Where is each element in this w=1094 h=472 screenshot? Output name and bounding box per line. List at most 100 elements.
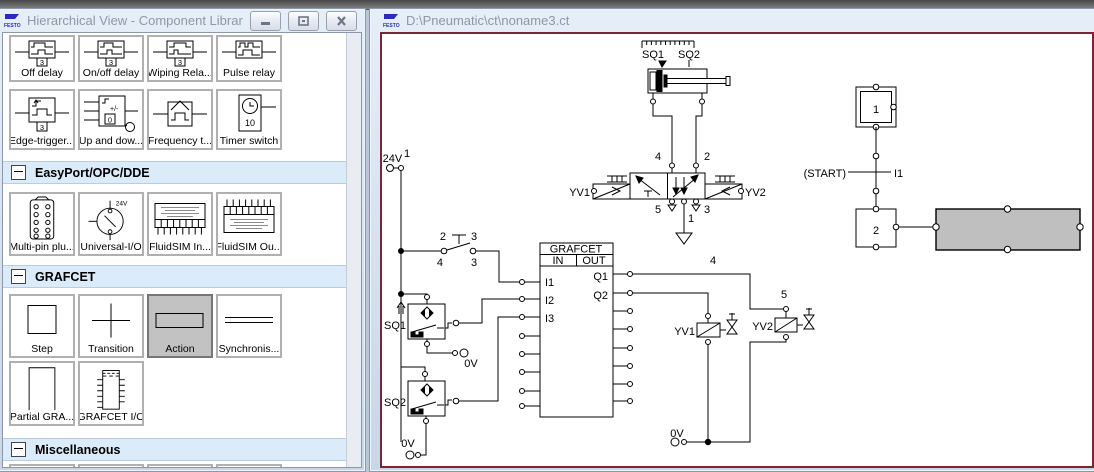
wire-sq1-i2[interactable] <box>459 298 519 324</box>
component-universal-io[interactable]: 24V Universal-I/O <box>78 192 144 256</box>
close-icon <box>337 15 346 26</box>
component-transition[interactable]: Transition <box>78 294 144 358</box>
valve-solenoid-label: YV2 <box>745 187 766 199</box>
grafcet-action-box-dragging[interactable] <box>932 205 1084 254</box>
component-on-off-delay[interactable]: 3 On/off delay <box>78 35 144 82</box>
section-title: Miscellaneous <box>35 442 121 457</box>
output-label: Q2 <box>593 290 608 302</box>
section-title: EasyPort/OPC/DDE <box>35 165 150 180</box>
distance-ruler[interactable]: SQ1 SQ2 <box>641 40 700 68</box>
pin-label: 3 <box>471 231 477 243</box>
on-off-delay-icon: 3 <box>84 40 138 67</box>
circuit-titlebar[interactable]: FESTO D:\Pneumatic\ct\noname3.ct <box>370 9 1094 32</box>
wire-label: 4 <box>710 255 716 267</box>
pulse-relay-icon <box>222 40 276 59</box>
component-pulse-relay[interactable]: Pulse relay <box>216 35 282 82</box>
section-grafcet[interactable]: GRAFCET <box>3 265 347 288</box>
component-synchronisation[interactable]: Synchronis... <box>216 294 282 358</box>
component-step[interactable]: Step <box>9 294 75 358</box>
component-grafcet-io[interactable]: GRAFCET I/O <box>78 361 144 426</box>
solenoid-coil-yv2[interactable]: YV2 <box>711 306 815 443</box>
grafcet-io-block[interactable]: GRAFCET IN OUT I1 I2 I3 Q1 Q2 <box>519 242 633 418</box>
component-label: Step <box>31 343 53 355</box>
component-misc-2[interactable] <box>78 464 144 467</box>
component-frequency-threshold[interactable]: Frequency t... <box>147 89 213 150</box>
component-timer-switch[interactable]: 10 Timer switch <box>216 89 282 150</box>
counter-icon: +/- 0 <box>84 95 138 132</box>
input-label: I2 <box>545 295 554 307</box>
gnd-label: 0V <box>670 428 684 440</box>
tube-port4[interactable] <box>652 104 673 163</box>
component-off-delay[interactable]: 3 Off delay <box>9 35 75 82</box>
plusminus-text: +/- <box>110 106 119 113</box>
terminal-0v-sq1[interactable]: 0V <box>424 339 479 370</box>
timer-switch-icon: 10 <box>238 94 276 132</box>
component-fluidsim-out[interactable]: FluidSIM Ou... <box>216 192 282 256</box>
pin-label: 2 <box>440 231 446 243</box>
terminal-0v-sq2[interactable]: 0V <box>401 416 429 460</box>
library-titlebar[interactable]: FESTO Hierarchical View - Component Libr… <box>0 9 365 32</box>
step-number: 2 <box>873 225 879 237</box>
component-fluidsim-in[interactable]: FluidSIM In... <box>147 192 213 256</box>
component-label: Wiping Rela... <box>147 67 213 79</box>
restore-button[interactable] <box>288 10 319 31</box>
terminal-0v-coils[interactable]: 0V <box>670 428 712 447</box>
multi-pin-plug-icon <box>29 196 55 240</box>
grafcet-step-2[interactable]: 2 <box>855 205 900 251</box>
coil-label: YV2 <box>752 321 773 333</box>
port-label: 4 <box>655 151 661 163</box>
frequency-icon <box>153 100 207 127</box>
synchronisation-icon <box>225 317 273 323</box>
ruler-label-sq1: SQ1 <box>642 49 664 61</box>
component-multi-pin-plug[interactable]: Multi-pin plu... <box>9 192 75 256</box>
wire-q2-yv1[interactable] <box>633 292 709 313</box>
step-icon <box>27 305 57 334</box>
valve-5-2-double-solenoid[interactable]: 4 2 YV1 <box>569 151 766 245</box>
timer-value: 10 <box>245 118 255 128</box>
component-misc-4[interactable] <box>216 464 282 467</box>
grafcet-transition-start[interactable]: (START) I1 <box>804 168 904 180</box>
component-edge-triggered[interactable]: 3 Edge-trigger... <box>9 89 75 150</box>
component-label: Frequency t... <box>147 135 213 147</box>
universal-io-icon: 24V <box>88 200 128 241</box>
sq1-label: SQ1 <box>384 320 406 332</box>
proximity-switch-sq1[interactable]: SQ1 <box>384 293 460 340</box>
cylinder-double-acting[interactable] <box>647 68 731 105</box>
circuit-canvas[interactable]: -24V 1 2 3 4 3 <box>382 34 1092 466</box>
window-title: D:\Pneumatic\ct\noname3.ct <box>406 13 570 28</box>
pin-label: 4 <box>437 257 443 269</box>
pushbutton-start[interactable]: 2 3 4 3 <box>401 231 477 269</box>
pin-label: 3 <box>471 257 477 269</box>
library-scrollbar[interactable] <box>346 33 361 467</box>
wire-q1-yv2[interactable] <box>633 273 783 310</box>
grafcet-step-1[interactable]: 1 <box>855 83 897 131</box>
supply-terminal-24v[interactable]: -24V 1 <box>382 148 410 172</box>
section-miscellaneous[interactable]: Miscellaneous <box>3 438 347 461</box>
component-misc-3[interactable] <box>147 464 213 467</box>
collapse-icon[interactable] <box>11 442 26 457</box>
component-wiping-relay[interactable]: 3 Wiping Rela... <box>147 35 213 82</box>
voltage-text: 24V <box>116 200 128 207</box>
wire-button-i1[interactable] <box>476 250 519 283</box>
svg-text:FESTO: FESTO <box>4 23 21 29</box>
proximity-switch-sq2[interactable]: SQ2 <box>384 380 460 417</box>
component-partial-grafcet[interactable]: Partial GRA... <box>9 361 75 426</box>
component-label: Up and dow... <box>78 135 144 147</box>
transition-icon <box>92 303 130 338</box>
component-action[interactable]: Action <box>147 294 213 358</box>
component-label: Partial GRA... <box>9 411 75 423</box>
collapse-icon[interactable] <box>11 269 26 284</box>
wire-sq2-i3[interactable] <box>459 316 519 402</box>
solenoid-coil-yv1[interactable]: YV1 <box>674 313 738 442</box>
minimize-button[interactable] <box>250 10 281 31</box>
section-easyport[interactable]: EasyPort/OPC/DDE <box>3 161 347 184</box>
component-label: FluidSIM In... <box>149 241 211 253</box>
collapse-icon[interactable] <box>11 165 26 180</box>
component-label: Edge-trigger... <box>9 135 75 147</box>
component-up-down-counter[interactable]: +/- 0 Up and dow... <box>78 89 144 150</box>
close-button[interactable] <box>326 10 357 31</box>
component-misc-1[interactable] <box>9 464 75 467</box>
tube-port2[interactable] <box>695 104 703 163</box>
restore-icon <box>298 15 309 26</box>
air-supply-icon <box>675 232 693 245</box>
